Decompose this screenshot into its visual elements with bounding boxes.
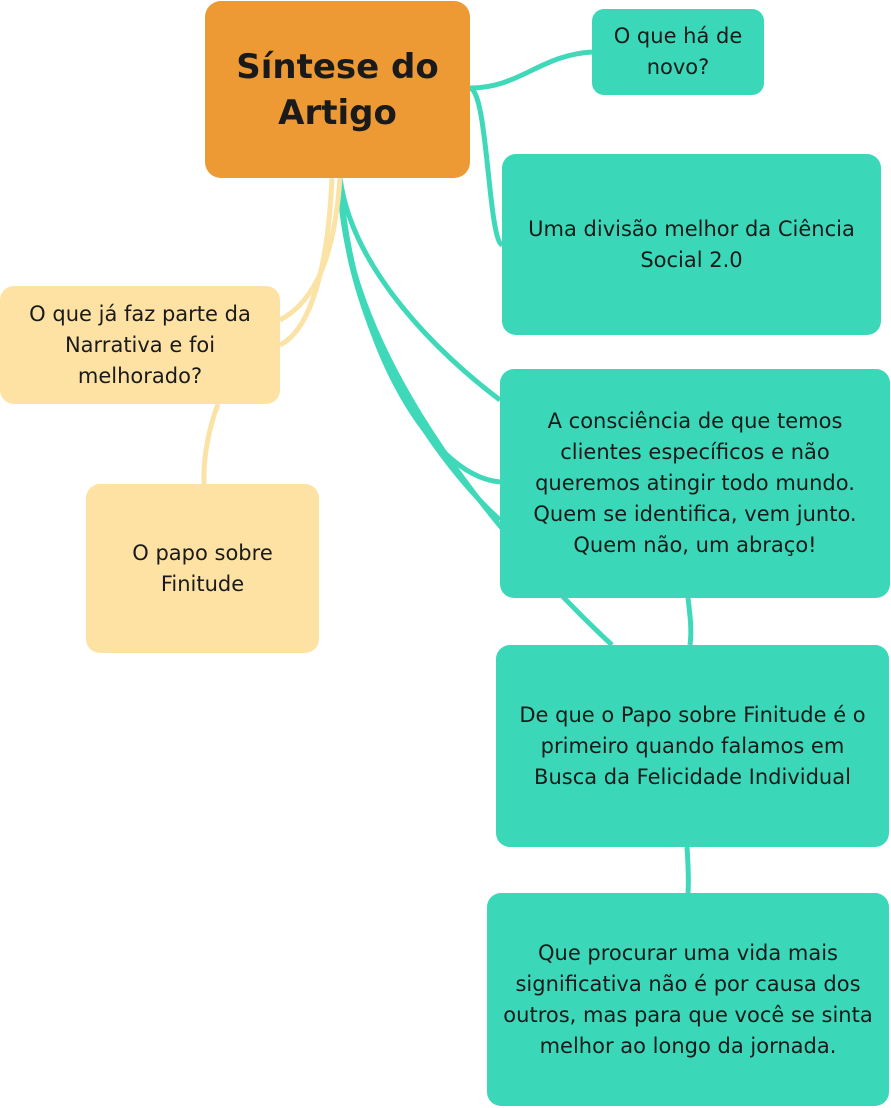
connector-consc-to-papo1 bbox=[685, 597, 694, 646]
topic-label: De que o Papo sobre Finitude é o primeir… bbox=[519, 702, 866, 789]
central-topic-node[interactable]: Síntese do Artigo bbox=[205, 1, 470, 178]
connector-papo1-to-vida bbox=[684, 846, 691, 894]
topic-node-consciencia-clientes[interactable]: A consciência de que temos clientes espe… bbox=[500, 369, 890, 598]
connector-central-to-divisao bbox=[468, 85, 504, 248]
connector-central-to-new bbox=[469, 49, 593, 91]
topic-label: O que há de novo? bbox=[613, 24, 743, 79]
topic-node-narrativa-melhorado[interactable]: O que já faz parte da Narrativa e foi me… bbox=[0, 286, 280, 404]
connector-central-to-consc-c bbox=[337, 177, 502, 522]
central-topic-label: Síntese do Artigo bbox=[236, 46, 439, 133]
connector-narr-to-finit bbox=[201, 403, 221, 485]
topic-label: A consciência de que temos clientes espe… bbox=[533, 409, 857, 557]
topic-node-papo-sobre-finitude[interactable]: O papo sobre Finitude bbox=[86, 484, 319, 653]
topic-label: Uma divisão melhor da Ciência Social 2.0 bbox=[528, 216, 855, 272]
topic-node-divisao-ciencia-social[interactable]: Uma divisão melhor da Ciência Social 2.0 bbox=[502, 154, 881, 335]
connector-central-to-papo1 bbox=[337, 177, 614, 647]
topic-label: Que procurar uma vida mais significativa… bbox=[503, 940, 873, 1058]
topic-node-vida-significativa[interactable]: Que procurar uma vida mais significativa… bbox=[487, 893, 889, 1106]
connector-central-to-consc-a bbox=[337, 177, 502, 402]
connector-central-to-narr-b bbox=[278, 177, 335, 348]
topic-label: O papo sobre Finitude bbox=[132, 540, 273, 596]
topic-label: O que já faz parte da Narrativa e foi me… bbox=[29, 301, 251, 388]
topic-node-o-que-ha-de-novo[interactable]: O que há de novo? bbox=[592, 9, 764, 95]
topic-node-papo-finitude-primeiro[interactable]: De que o Papo sobre Finitude é o primeir… bbox=[496, 645, 889, 847]
